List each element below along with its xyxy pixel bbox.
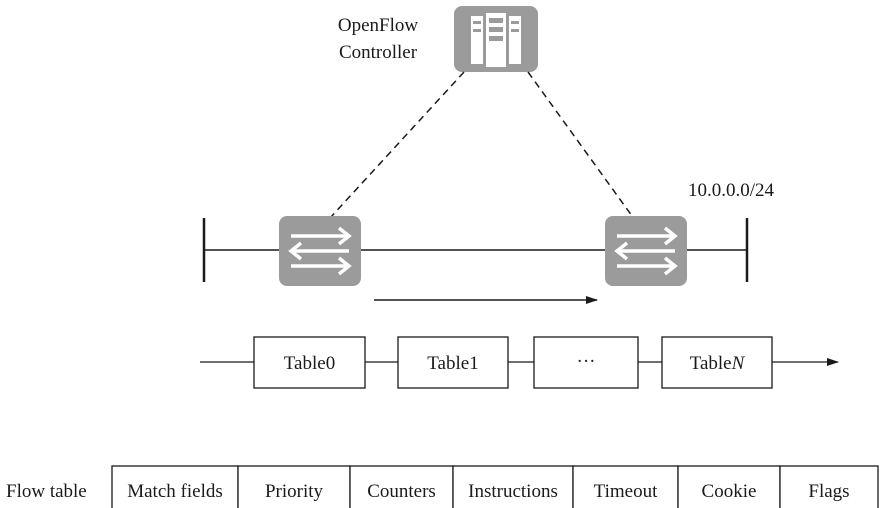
flow-field-label: Timeout [594, 481, 658, 502]
table-box [533, 336, 639, 389]
switch-icon [605, 216, 687, 286]
flow-table-fields: Match fields Priority Counters Instructions… [111, 465, 879, 508]
flow-field-label: Priority [265, 481, 324, 502]
table-box [661, 336, 773, 389]
flow-field-cell: Cookie [677, 465, 781, 508]
flow-field-cell: Counters [349, 465, 454, 508]
flow-field-cell: Flags [779, 465, 879, 508]
flow-field-cell: Priority [237, 465, 351, 508]
flow-field-cell: Instructions [452, 465, 574, 508]
controller-label-line1: OpenFlow [338, 15, 419, 36]
flow-field-cell: Match fields [111, 465, 239, 508]
controller-label-line2: Controller [339, 42, 418, 63]
table-box [253, 336, 366, 389]
server-icon [454, 6, 538, 72]
flow-field-label: Counters [367, 481, 436, 502]
flow-table: Flow table Match fields Priority Counters I… [6, 465, 879, 508]
flow-field-label: Match fields [127, 481, 223, 502]
switch-icon [279, 216, 361, 286]
table-label: ··· [577, 351, 596, 372]
control-link-right [527, 71, 633, 217]
pipeline: Table0 Table1 ··· TableN [200, 336, 839, 389]
control-link-left [329, 71, 465, 219]
flow-field-label: Instructions [468, 481, 558, 502]
table-label: Table1 [427, 353, 478, 374]
table-box [397, 336, 509, 389]
flow-field-label: Cookie [702, 481, 757, 502]
flow-table-label: Flow table [6, 481, 87, 502]
subnet-label: 10.0.0.0/24 [688, 180, 775, 201]
flow-field-label: Flags [808, 481, 849, 502]
table-label: Table0 [284, 353, 335, 374]
flow-field-cell: Timeout [572, 465, 679, 508]
table-label: TableN [690, 353, 746, 374]
openflow-controller: OpenFlow Controller [338, 6, 538, 72]
